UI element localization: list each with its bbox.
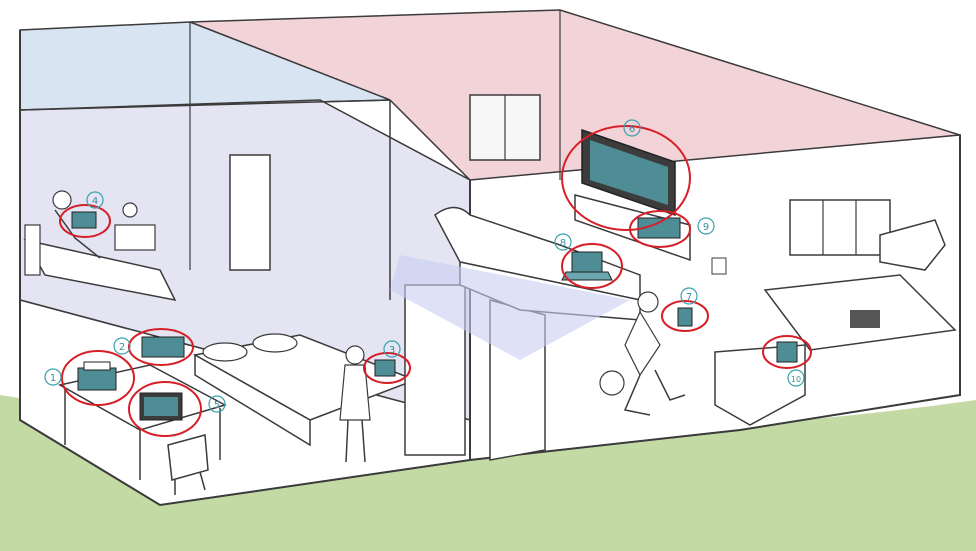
marker-number-label: 7 <box>686 292 692 303</box>
marker-number-label: 4 <box>92 196 98 207</box>
man-figure <box>638 292 658 312</box>
trash-bag <box>600 371 624 395</box>
desktop-computer-icon <box>140 393 182 420</box>
woman-figure <box>346 346 364 364</box>
marker-number-label: 6 <box>629 124 635 135</box>
marker-number-label: 3 <box>389 345 395 356</box>
nightstand <box>115 225 155 250</box>
router-icon <box>142 337 184 357</box>
marker-number-label: 2 <box>119 342 125 353</box>
bathroom-door <box>230 155 270 270</box>
printer-icon <box>78 362 116 390</box>
marker-number-label: 1 <box>50 373 56 384</box>
kitchen-cabinets <box>790 200 890 255</box>
smartphone-icon <box>375 360 395 376</box>
girl-figure <box>53 191 71 209</box>
marker-number-label: 8 <box>560 238 566 249</box>
marker-number-label: 9 <box>703 222 709 233</box>
tablet-icon <box>72 212 96 228</box>
marker-number-label: 10 <box>791 375 801 384</box>
lamp <box>123 203 137 217</box>
smartphone-icon <box>678 308 692 326</box>
coffee-machine-icon <box>777 342 797 362</box>
marker-number-label: 5 <box>214 400 220 411</box>
